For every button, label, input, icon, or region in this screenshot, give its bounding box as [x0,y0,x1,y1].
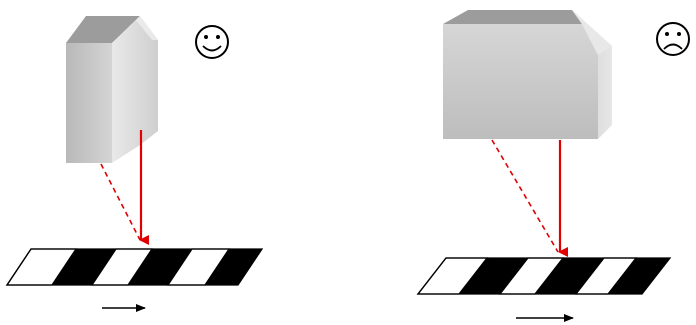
panel-bad [416,10,690,322]
sensor-narrow-front [66,43,112,163]
stripe-2 [459,258,528,294]
barcode-strip-bad [416,257,672,295]
sensor-wide-front [443,24,598,139]
sensor-narrow-side [112,16,158,163]
stripe-6 [205,249,262,285]
strip-outline [416,257,672,295]
stripe-2 [52,249,116,285]
frowning-face-icon [656,22,690,56]
sensor-wide-top [443,10,582,24]
sensor-narrow-edge [136,16,158,40]
stripe-6 [608,258,670,294]
sensor-wide [443,10,612,139]
strip-outline [5,248,264,286]
stripe-4 [128,249,192,285]
stripe-4 [535,258,604,294]
sensor-wide-bevel [572,10,612,55]
barcode-strip-good [5,248,264,286]
sensor-narrow [66,16,158,163]
panel-good [5,16,264,312]
reflected-beam-dashed-good [100,163,141,241]
sensor-narrow-top [66,16,140,43]
smiling-face-icon [195,25,229,59]
reflected-beam-dashed-bad [491,139,559,253]
